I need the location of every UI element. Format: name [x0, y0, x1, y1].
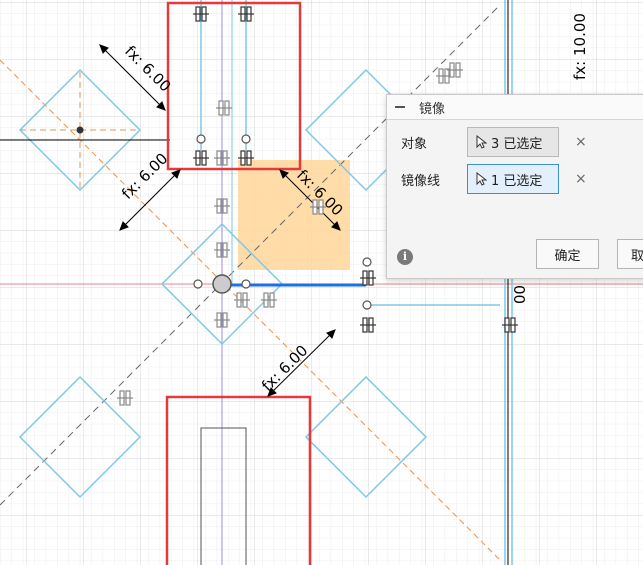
- objects-label: 对象: [401, 136, 428, 152]
- dimension-1[interactable]: [99, 44, 166, 111]
- highlight-region: [238, 160, 350, 270]
- cancel-button[interactable]: 取: [617, 239, 643, 269]
- dialog-title: 镜像: [419, 101, 446, 117]
- construction-line-orange: [0, 59, 501, 561]
- selected-rect-bottom[interactable]: [165, 395, 312, 565]
- mirror-line-label: 镜像线: [401, 173, 441, 189]
- mirror-line-row: 镜像线 1 已选定 ×: [387, 163, 643, 195]
- dimension-3[interactable]: [279, 169, 341, 231]
- selected-rect-top[interactable]: [166, 1, 302, 171]
- diamond-center[interactable]: [160, 222, 284, 346]
- collapse-icon[interactable]: [395, 106, 405, 108]
- diamond-bottom-right[interactable]: [304, 375, 428, 499]
- mirror-line-value: 1 已选定: [491, 173, 543, 189]
- objects-clear-icon[interactable]: ×: [575, 134, 587, 150]
- diamond-top-left[interactable]: [18, 68, 142, 192]
- cursor-arrow-icon: [476, 172, 487, 186]
- inner-rect-bottom[interactable]: [200, 427, 247, 565]
- objects-row: 对象 3 已选定 ×: [387, 126, 643, 158]
- dialog-header[interactable]: 镜像: [387, 95, 643, 120]
- mirror-line-select-button[interactable]: 1 已选定: [467, 164, 559, 194]
- dimension-2[interactable]: [119, 169, 181, 231]
- mirror-line-gray[interactable]: [0, 4, 501, 506]
- mirror-line-clear-icon[interactable]: ×: [575, 171, 587, 187]
- origin-point[interactable]: [212, 274, 232, 294]
- dimension-label-5[interactable]: fx: 10.00: [571, 13, 589, 80]
- objects-value: 3 已选定: [491, 136, 543, 152]
- cursor-arrow-icon: [476, 135, 487, 149]
- info-icon[interactable]: i: [397, 249, 413, 265]
- center-point-tl[interactable]: [76, 126, 84, 134]
- diamond-bottom-left[interactable]: [18, 375, 142, 499]
- ok-button[interactable]: 确定: [536, 239, 599, 269]
- sketch-points[interactable]: [193, 134, 372, 310]
- dimension-label-6[interactable]: 00: [510, 285, 528, 304]
- mirror-dialog: 镜像 对象 3 已选定 × 镜像线 1 已选定 × i 确定 取: [386, 94, 643, 279]
- objects-select-button[interactable]: 3 已选定: [467, 127, 559, 157]
- dimension-4[interactable]: [267, 329, 336, 397]
